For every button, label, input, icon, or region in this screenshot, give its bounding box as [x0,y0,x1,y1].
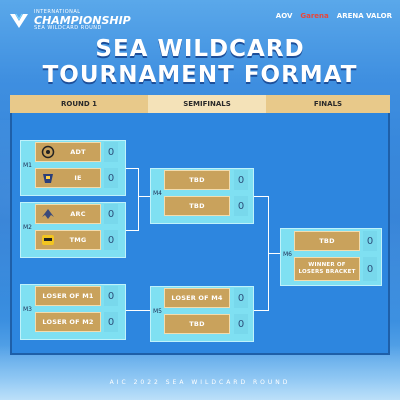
team-slot-arc: ARC [35,204,101,224]
team-name: TBD [189,202,205,210]
footer-text: AIC 2022 SEA WILDCARD ROUND [109,379,291,386]
team-slot-ie: IE [35,168,101,188]
team-name: ADT [70,148,86,156]
match-label: M5 [153,308,162,315]
team-name: LOSER OF M2 [42,318,94,326]
team-slot-tbd: TBD [164,314,230,334]
score: 0 [234,196,248,216]
connector-line [252,310,268,311]
championship-logo: INTERNATIONAL CHAMPIONSHIP SEA WILDCARD … [8,10,131,31]
logo-small-top: INTERNATIONAL [34,9,81,15]
team-slot-loser-m4: LOSER OF M4 [164,288,230,308]
team-name: IE [74,174,82,182]
connector-line [138,196,150,197]
team-slot-tmg: TMG [35,230,101,250]
team-slot-loser-m1: LOSER OF M1 [35,286,101,306]
score: 0 [363,231,377,251]
adt-logo-icon [40,145,56,159]
team-name: LOSER OF M4 [171,294,223,302]
title-line-1: SEA WILDCARD [95,36,305,62]
score: 0 [104,230,118,250]
team-name: TBD [319,237,335,245]
score: 0 [104,204,118,224]
connector-line [124,230,138,231]
match-label: M4 [153,190,162,197]
match-label: M2 [23,224,32,231]
championship-emblem-icon [10,13,28,28]
sponsor-logo-3: ARENA VALOR [336,12,392,20]
title-line-2: TOURNAMENT FORMAT [42,62,358,88]
score: 0 [104,142,118,162]
logo-big-text: CHAMPIONSHIP [34,14,131,27]
score: 0 [363,257,377,281]
sponsor-logos: AOV Garena ARENA VALOR [276,12,392,20]
score: 0 [234,288,248,308]
match-label: M3 [23,306,32,313]
column-header-round1: ROUND 1 [10,95,148,113]
arc-logo-icon [40,207,56,221]
score: 0 [104,168,118,188]
column-header-finals: FINALS [266,95,390,113]
score: 0 [104,312,118,332]
team-slot-winner-losers-bracket: WINNER OF LOSERS BRACKET [294,257,360,281]
team-name: WINNER OF LOSERS BRACKET [298,262,356,275]
team-slot-tbd: TBD [164,170,230,190]
sponsor-logo-1: AOV [275,12,293,20]
ie-logo-icon [40,171,56,185]
match-label: M6 [283,251,292,258]
team-name: TBD [189,320,205,328]
score: 0 [104,286,118,306]
team-name: ARC [70,210,86,218]
team-slot-adt: ADT [35,142,101,162]
team-name: TBD [189,176,205,184]
match-label: M1 [23,162,32,169]
team-slot-tbd: TBD [294,231,360,251]
column-header-semifinals: SEMIFINALS [148,95,266,113]
team-slot-loser-m2: LOSER OF M2 [35,312,101,332]
connector-line [124,168,138,169]
score: 0 [234,314,248,334]
score: 0 [234,170,248,190]
team-name: TMG [69,236,87,244]
logo-small-bottom: SEA WILDCARD ROUND [34,25,102,31]
connector-line [138,168,139,231]
connector-line [268,253,280,254]
team-name: LOSER OF M1 [42,292,94,300]
sponsor-logo-2: Garena [300,12,329,20]
tmg-logo-icon [40,233,56,247]
connector-line [124,310,150,311]
page-title: SEA WILDCARD TOURNAMENT FORMAT [0,36,400,88]
connector-line [252,196,268,197]
team-slot-tbd: TBD [164,196,230,216]
